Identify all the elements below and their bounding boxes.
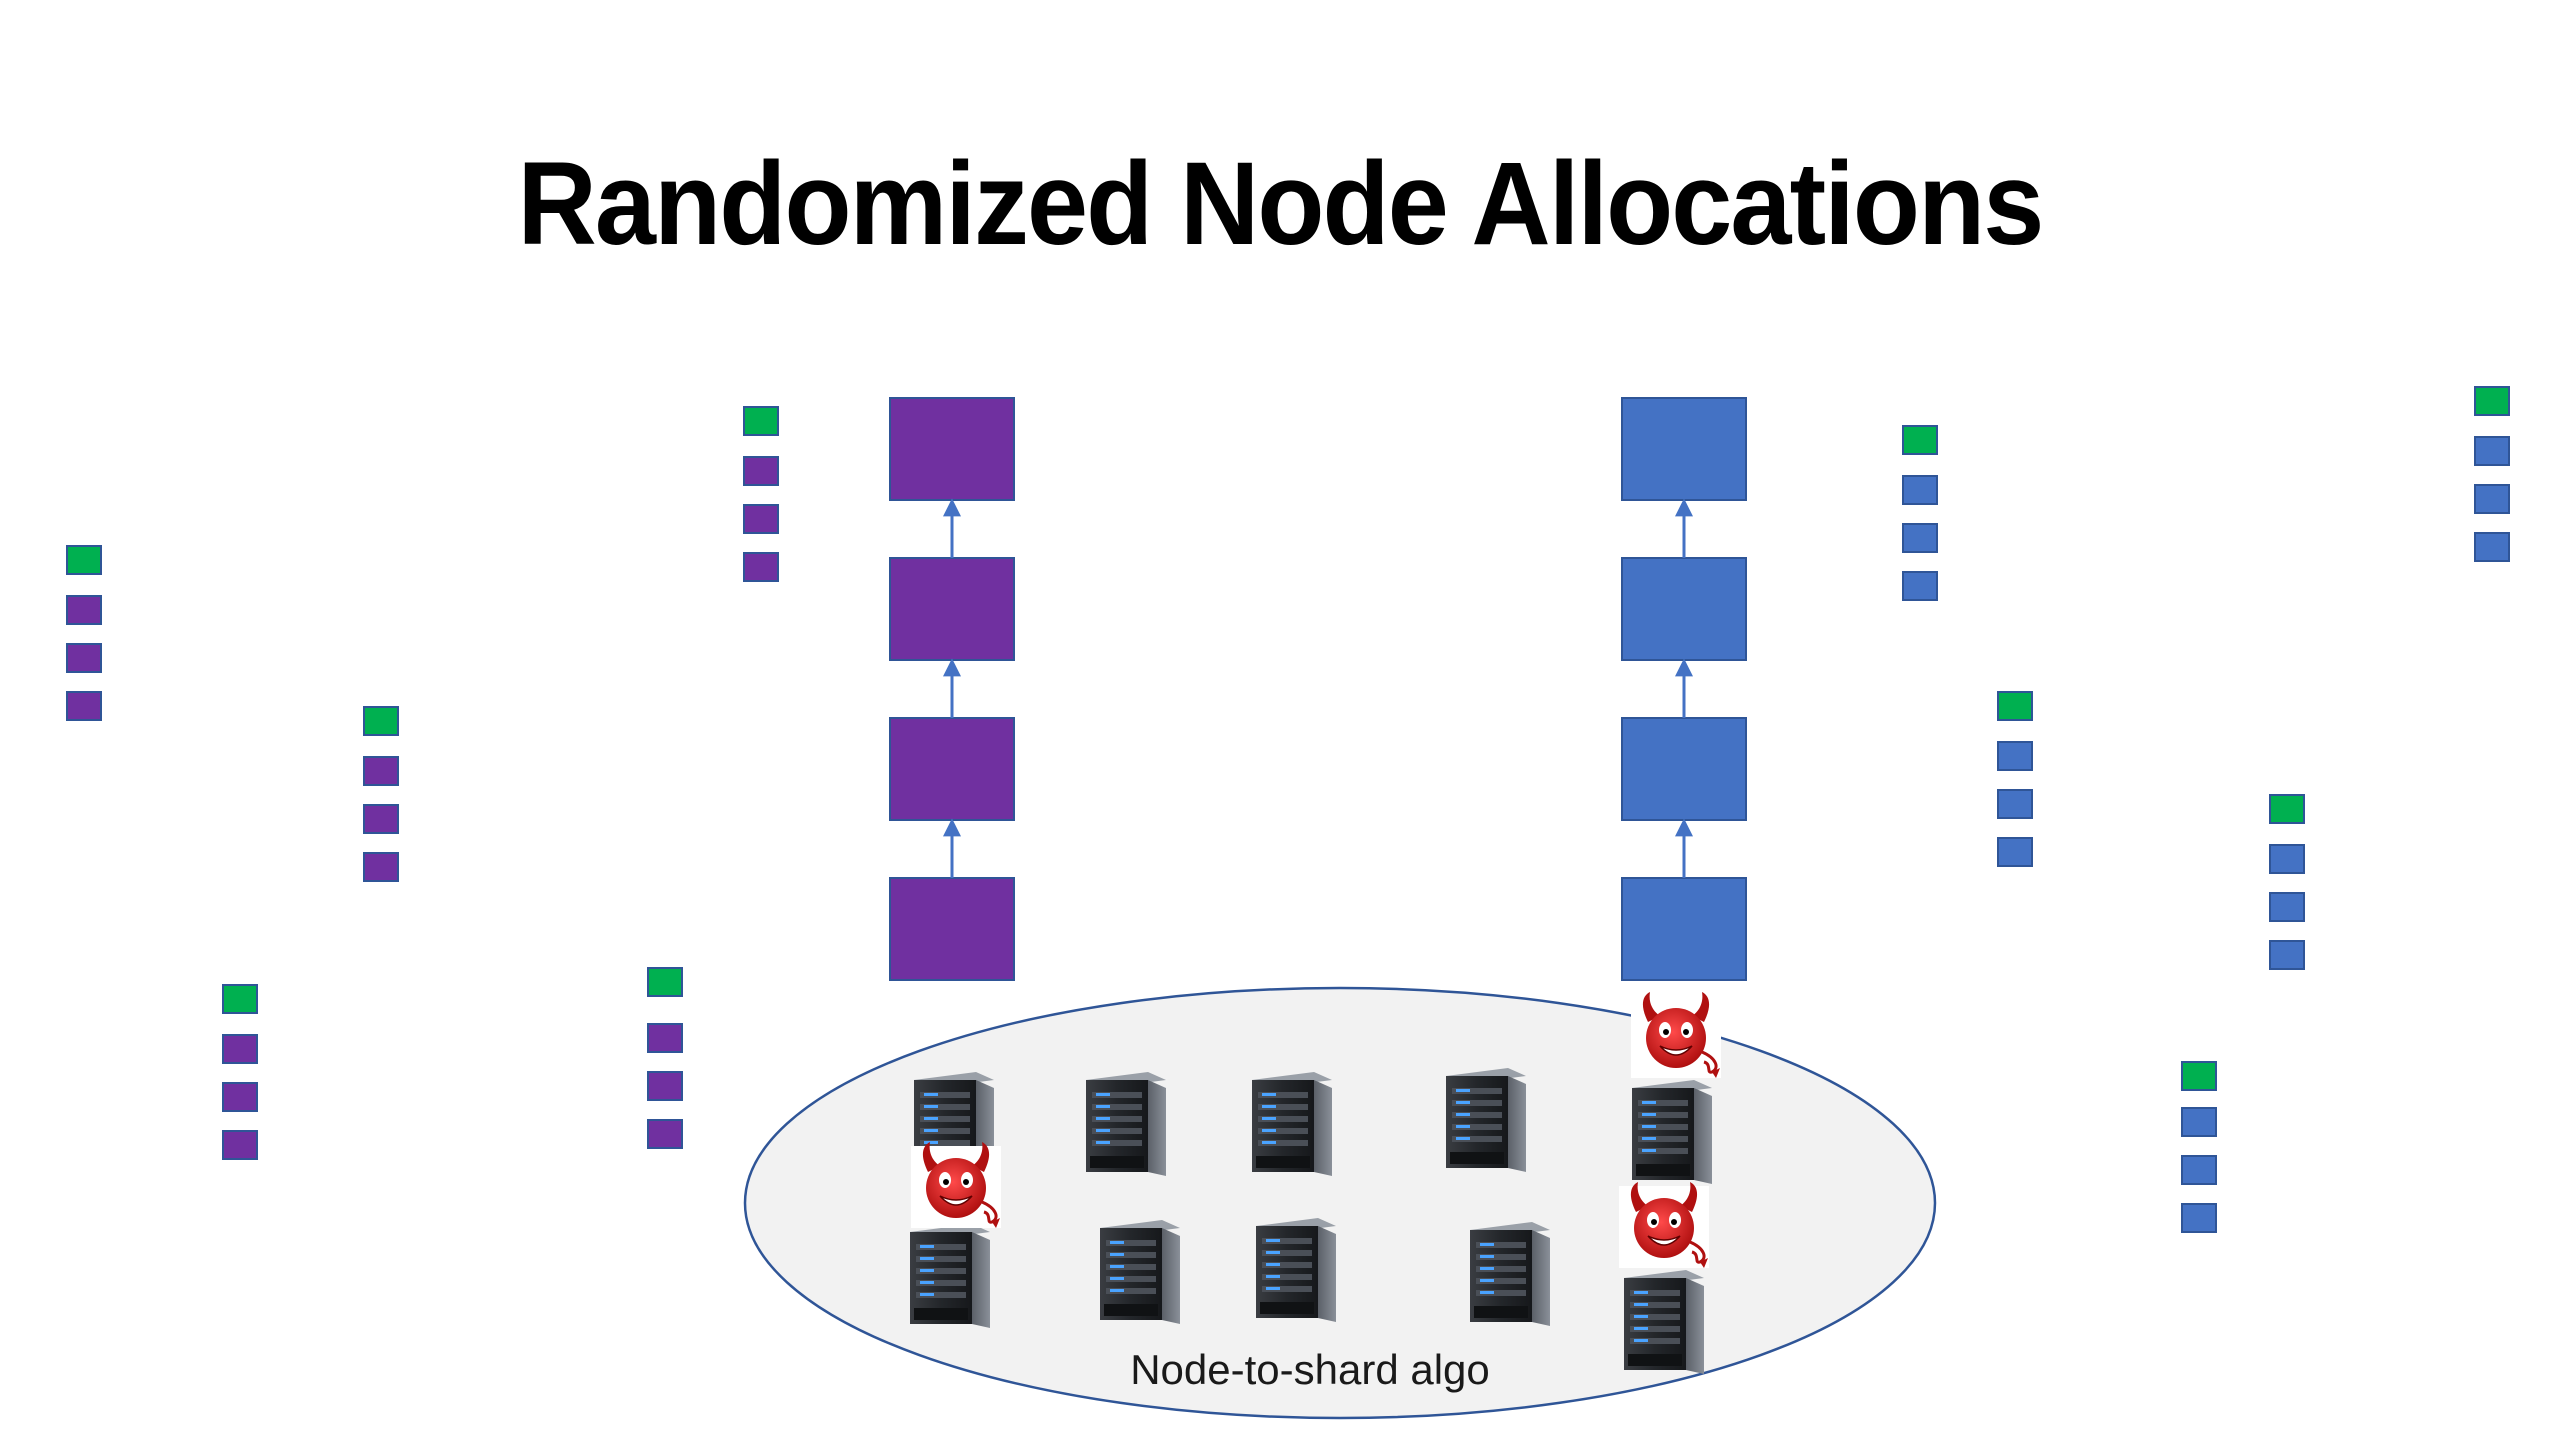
purple-tx-stack bbox=[222, 984, 258, 1160]
server-rack-icon bbox=[910, 1224, 990, 1328]
blue-shard-block bbox=[1621, 397, 1747, 501]
server-rack-icon bbox=[1632, 1080, 1712, 1184]
node-to-shard-caption: Node-to-shard algo bbox=[1130, 1346, 1490, 1393]
blue-tx-stack bbox=[2269, 794, 2305, 970]
server-rack-icon bbox=[1624, 1270, 1704, 1374]
purple-tx-stack bbox=[647, 967, 683, 1149]
blue-tx-stack bbox=[1902, 425, 1938, 601]
server-rack-icon bbox=[1256, 1218, 1336, 1322]
server-rack-icon bbox=[1446, 1068, 1526, 1172]
blue-shard-block bbox=[1621, 557, 1747, 661]
blue-tx-stack bbox=[2181, 1061, 2217, 1233]
slide-title: Randomized Node Allocations bbox=[517, 138, 2045, 270]
blue-tx-stack bbox=[1997, 691, 2033, 867]
purple-shard-block bbox=[889, 397, 1015, 501]
blue-shard-block bbox=[1621, 717, 1747, 821]
devil-face-icon bbox=[1617, 1180, 1711, 1270]
blue-tx-stack bbox=[2474, 386, 2510, 562]
purple-shard-block bbox=[889, 877, 1015, 981]
server-rack-icon bbox=[1100, 1220, 1180, 1324]
purple-shard-chain bbox=[889, 397, 1015, 981]
server-rack-icon bbox=[1086, 1072, 1166, 1176]
devil-face-icon bbox=[909, 1140, 1003, 1230]
blue-shard-block bbox=[1621, 877, 1747, 981]
blue-shard-chain bbox=[1621, 397, 1747, 981]
server-rack-icon bbox=[1252, 1072, 1332, 1176]
purple-tx-stack bbox=[363, 706, 399, 882]
server-rack-icon bbox=[1470, 1222, 1550, 1326]
purple-tx-stack bbox=[743, 406, 779, 582]
purple-shard-block bbox=[889, 717, 1015, 821]
purple-tx-stack bbox=[66, 545, 102, 721]
devil-face-icon bbox=[1629, 990, 1723, 1080]
purple-shard-block bbox=[889, 557, 1015, 661]
